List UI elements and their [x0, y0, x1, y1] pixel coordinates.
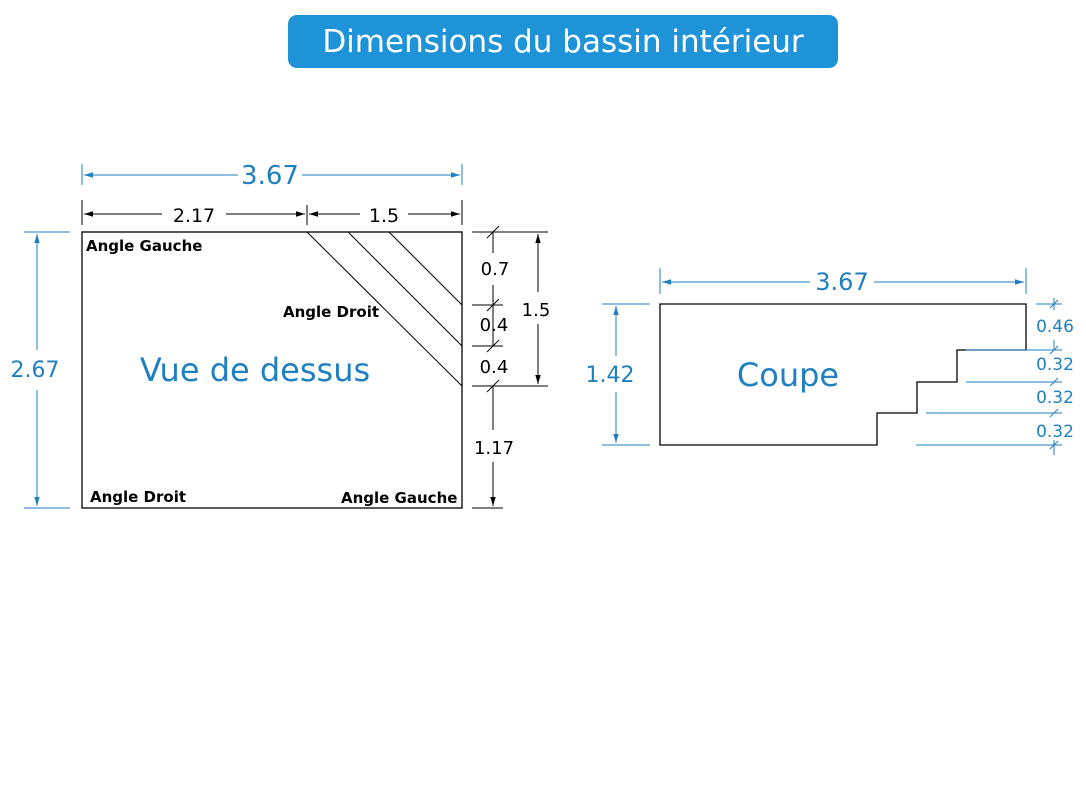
dim-section-step-3: 0.32 [1036, 388, 1074, 408]
stair-line-1 [306, 231, 463, 387]
dim-section-length: 3.67 [815, 268, 868, 296]
dim-stairs-depth: 1.5 [522, 300, 551, 321]
tick [1049, 377, 1059, 387]
dim-remainder: 1.17 [474, 438, 514, 459]
section-view-title: Coupe [737, 356, 839, 394]
label-corner-top-left: Angle Gauche [86, 237, 202, 255]
page-title: Dimensions du bassin intérieur [288, 15, 838, 68]
top-view-outline [81, 231, 463, 509]
dim-overall-width: 2.67 [11, 358, 60, 383]
stair-line-3 [388, 231, 463, 306]
dim-section-step-1: 0.46 [1036, 317, 1074, 337]
tick [1049, 299, 1059, 309]
tick [486, 298, 500, 312]
dim-step-1: 0.7 [481, 259, 510, 280]
dim-section-step-4: 0.32 [1036, 422, 1074, 442]
label-corner-bottom-left: Angle Droit [90, 488, 186, 506]
tick [486, 379, 500, 393]
section-profile [659, 303, 1027, 446]
dim-step-2: 0.4 [480, 315, 509, 336]
page-title-text: Dimensions du bassin intérieur [322, 23, 804, 60]
dim-step-3: 0.4 [480, 357, 509, 378]
top-view: 3.67 2.17 1.5 2.67 0.7 0.4 0.4 [11, 161, 551, 509]
dim-segment-right: 1.5 [369, 205, 399, 227]
top-view-title: Vue de dessus [140, 351, 370, 389]
label-corner-bottom-right: Angle Gauche [341, 489, 457, 507]
section-view: 3.67 1.42 0.46 0.32 0.32 0.32 Coupe [586, 268, 1074, 455]
tick [486, 225, 500, 239]
dim-segment-left: 2.17 [173, 205, 215, 227]
tick [1049, 440, 1059, 450]
dim-section-step-2: 0.32 [1036, 355, 1074, 375]
stair-line-2 [347, 231, 463, 347]
tick [486, 339, 500, 353]
dim-overall-length: 3.67 [241, 161, 299, 191]
tick [1049, 408, 1059, 418]
tick [1049, 345, 1059, 355]
label-corner-diagonal: Angle Droit [283, 303, 379, 321]
dim-section-depth: 1.42 [586, 363, 635, 388]
